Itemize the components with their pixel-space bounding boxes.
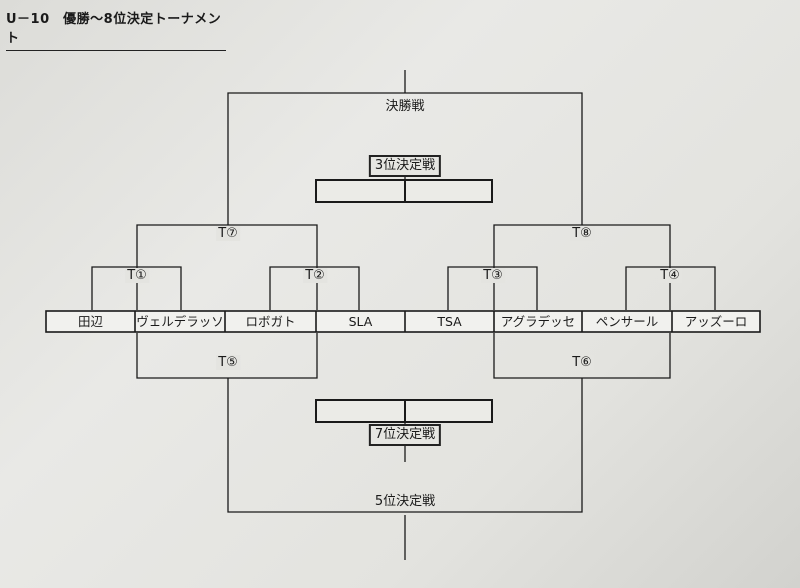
team-tanabe: 田辺 (77, 314, 103, 329)
team-agradesse: アグラデッセ (500, 314, 576, 329)
team-robogato: ロボガト (245, 314, 296, 329)
match-t1-label: T① (125, 268, 149, 283)
final-label: 決勝戦 (385, 99, 425, 114)
team-sla: SLA (348, 314, 373, 329)
match-t7-label: T⑦ (216, 226, 240, 241)
third-place-label: 3位決定戦 (368, 155, 442, 177)
match-t6-label: T⑥ (570, 355, 594, 370)
seventh-place-box (315, 399, 493, 423)
team-verdelasso: ヴェルデラッソ (136, 314, 224, 329)
team-tsa: TSA (437, 314, 462, 329)
match-t5-label: T⑤ (216, 355, 240, 370)
seventh-place-label: 7位決定戦 (368, 424, 442, 446)
match-t8-label: T⑧ (570, 226, 594, 241)
fifth-place-label: 5位決定戦 (372, 490, 438, 509)
third-place-box (315, 179, 493, 203)
match-t3-label: T③ (481, 268, 505, 283)
page-title: U－10 優勝〜8位決定トーナメント (6, 8, 226, 51)
team-azzurro: アッズーロ (684, 314, 748, 329)
team-pensal: ペンサール (595, 314, 659, 329)
team-row-box (45, 310, 761, 333)
match-t2-label: T② (303, 268, 327, 283)
match-t4-label: T④ (658, 268, 682, 283)
